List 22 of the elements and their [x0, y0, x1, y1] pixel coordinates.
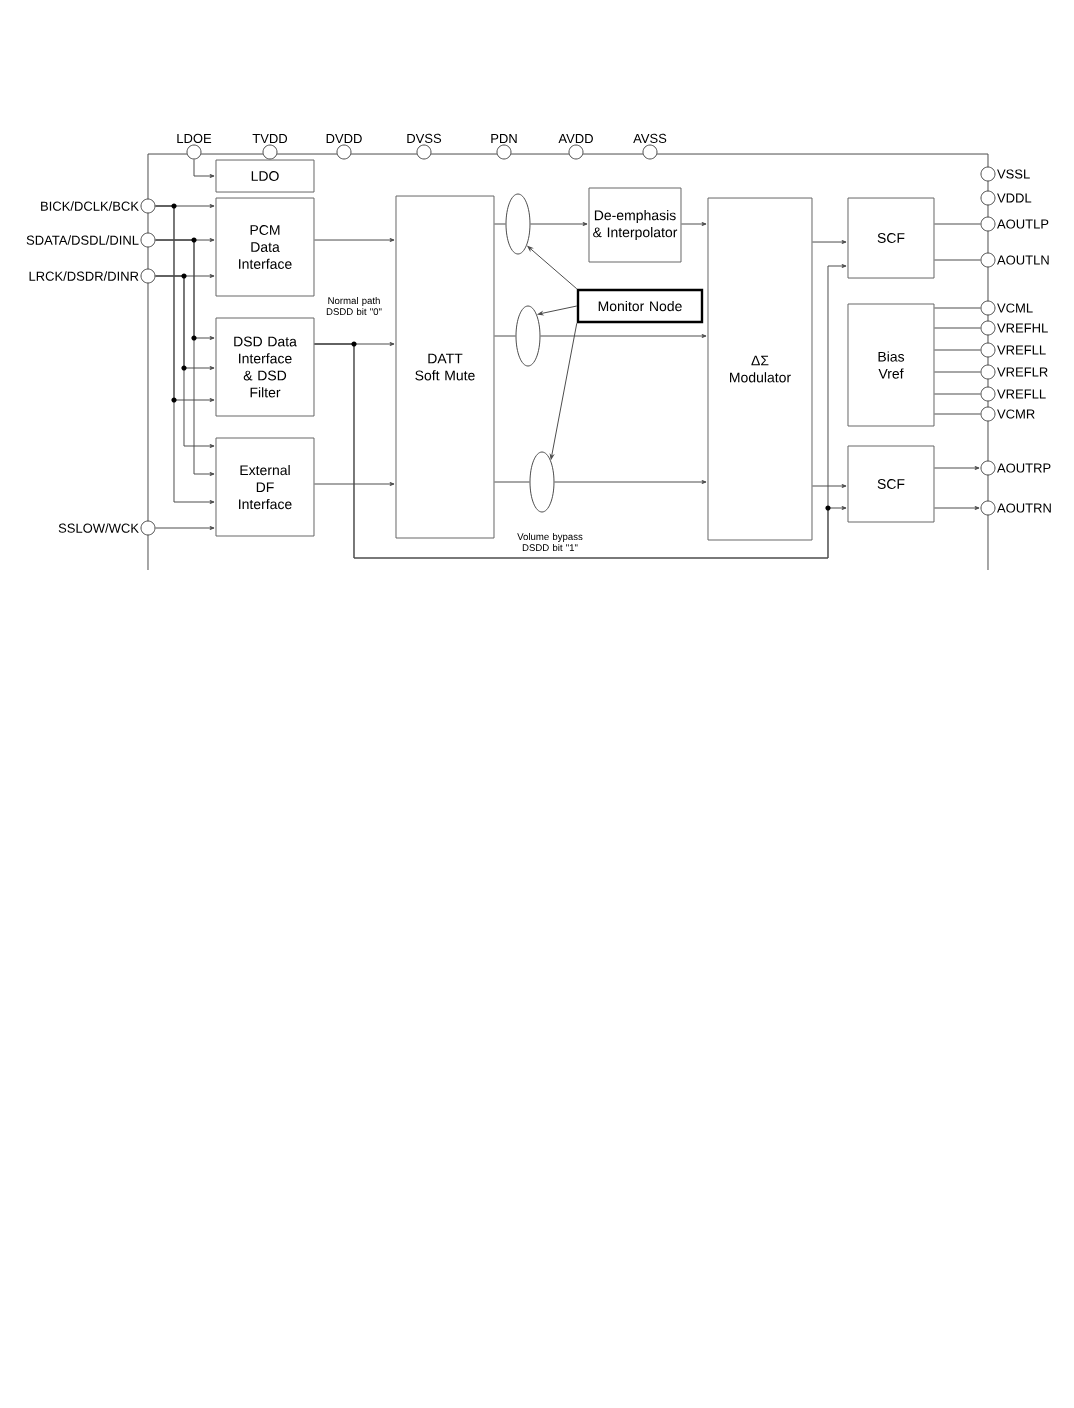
- arrow: [530, 222, 588, 226]
- arrow: [540, 334, 707, 338]
- arrow: [934, 466, 980, 470]
- arrow: [812, 484, 847, 488]
- ellipse: [529, 451, 555, 513]
- arrow: [155, 239, 215, 476]
- arrow: [314, 343, 847, 559]
- arrow: [314, 482, 395, 486]
- arrow: [155, 526, 215, 530]
- ellipse: [515, 305, 541, 367]
- arrow: [934, 506, 980, 510]
- arrow: [681, 222, 707, 226]
- arrow: [314, 238, 395, 242]
- arrow: [527, 246, 578, 290]
- arrow: [155, 275, 215, 448]
- arrow: [554, 480, 707, 484]
- arrow: [812, 240, 847, 244]
- arrow: [155, 205, 215, 504]
- arrow: [193, 159, 215, 178]
- ellipse: [505, 193, 531, 255]
- arrow: [549, 322, 578, 460]
- arrow: [537, 305, 578, 316]
